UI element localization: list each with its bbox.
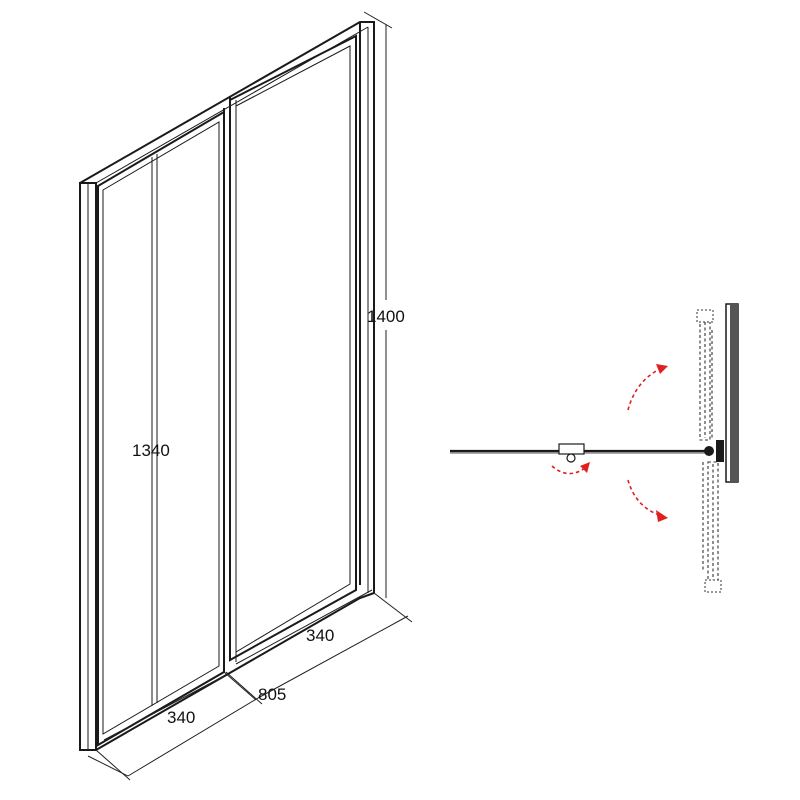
hinge-pivot (704, 446, 714, 456)
hinge-bracket (716, 440, 724, 462)
left-panel-glass (102, 121, 220, 735)
swing-arrow-outward-head (656, 364, 668, 374)
door-elevation: 1400 1340 805 340 340 (79, 11, 413, 781)
dim-ext-right (373, 592, 413, 623)
right-panel-glass (235, 45, 351, 653)
dim-805-c (257, 615, 409, 699)
swing-arrows (551, 364, 668, 522)
door-open-lower-end (704, 579, 722, 593)
dim-ext-mid-2 (223, 671, 257, 701)
right-panel-outline (229, 34, 357, 662)
wall-fill (730, 304, 738, 482)
handle-knob (566, 453, 576, 463)
dim-805-b (127, 697, 259, 777)
dim-ext-left (95, 749, 131, 781)
handle-swing-arrow-head (580, 462, 590, 473)
swing-arrow-inward-head (656, 510, 668, 522)
dim-right-panel-width: 340 (306, 626, 334, 645)
door-open-lower (702, 461, 722, 593)
dim-340-left-line (103, 675, 225, 741)
height-dimension: 1400 (363, 11, 405, 598)
dim-340-right-line (235, 589, 373, 665)
dim-total-height: 1400 (367, 307, 405, 326)
outer-frame (79, 21, 375, 751)
swing-arrow-outward (627, 367, 663, 411)
dim-ext-top (363, 11, 393, 29)
swing-arrow-inward (627, 479, 663, 517)
door-open-upper-end (696, 309, 714, 323)
door-open-upper (696, 309, 714, 441)
bottom-dimensions: 805 340 340 (87, 589, 413, 781)
left-panel (97, 108, 225, 747)
top-frame-profile (79, 21, 375, 593)
dim-glass-height: 1340 (132, 441, 170, 460)
dim-left-panel-width: 340 (167, 708, 195, 727)
handle-swing-arrow (551, 465, 586, 475)
left-panel-outline (97, 110, 225, 747)
door-handle (558, 443, 585, 455)
right-panel (229, 34, 357, 662)
dim-total-width: 805 (258, 685, 286, 704)
plan-view (450, 303, 739, 593)
door-open-upper-frame (699, 319, 711, 441)
dim-805-a (87, 755, 129, 777)
bottom-frame-profile (95, 592, 375, 751)
